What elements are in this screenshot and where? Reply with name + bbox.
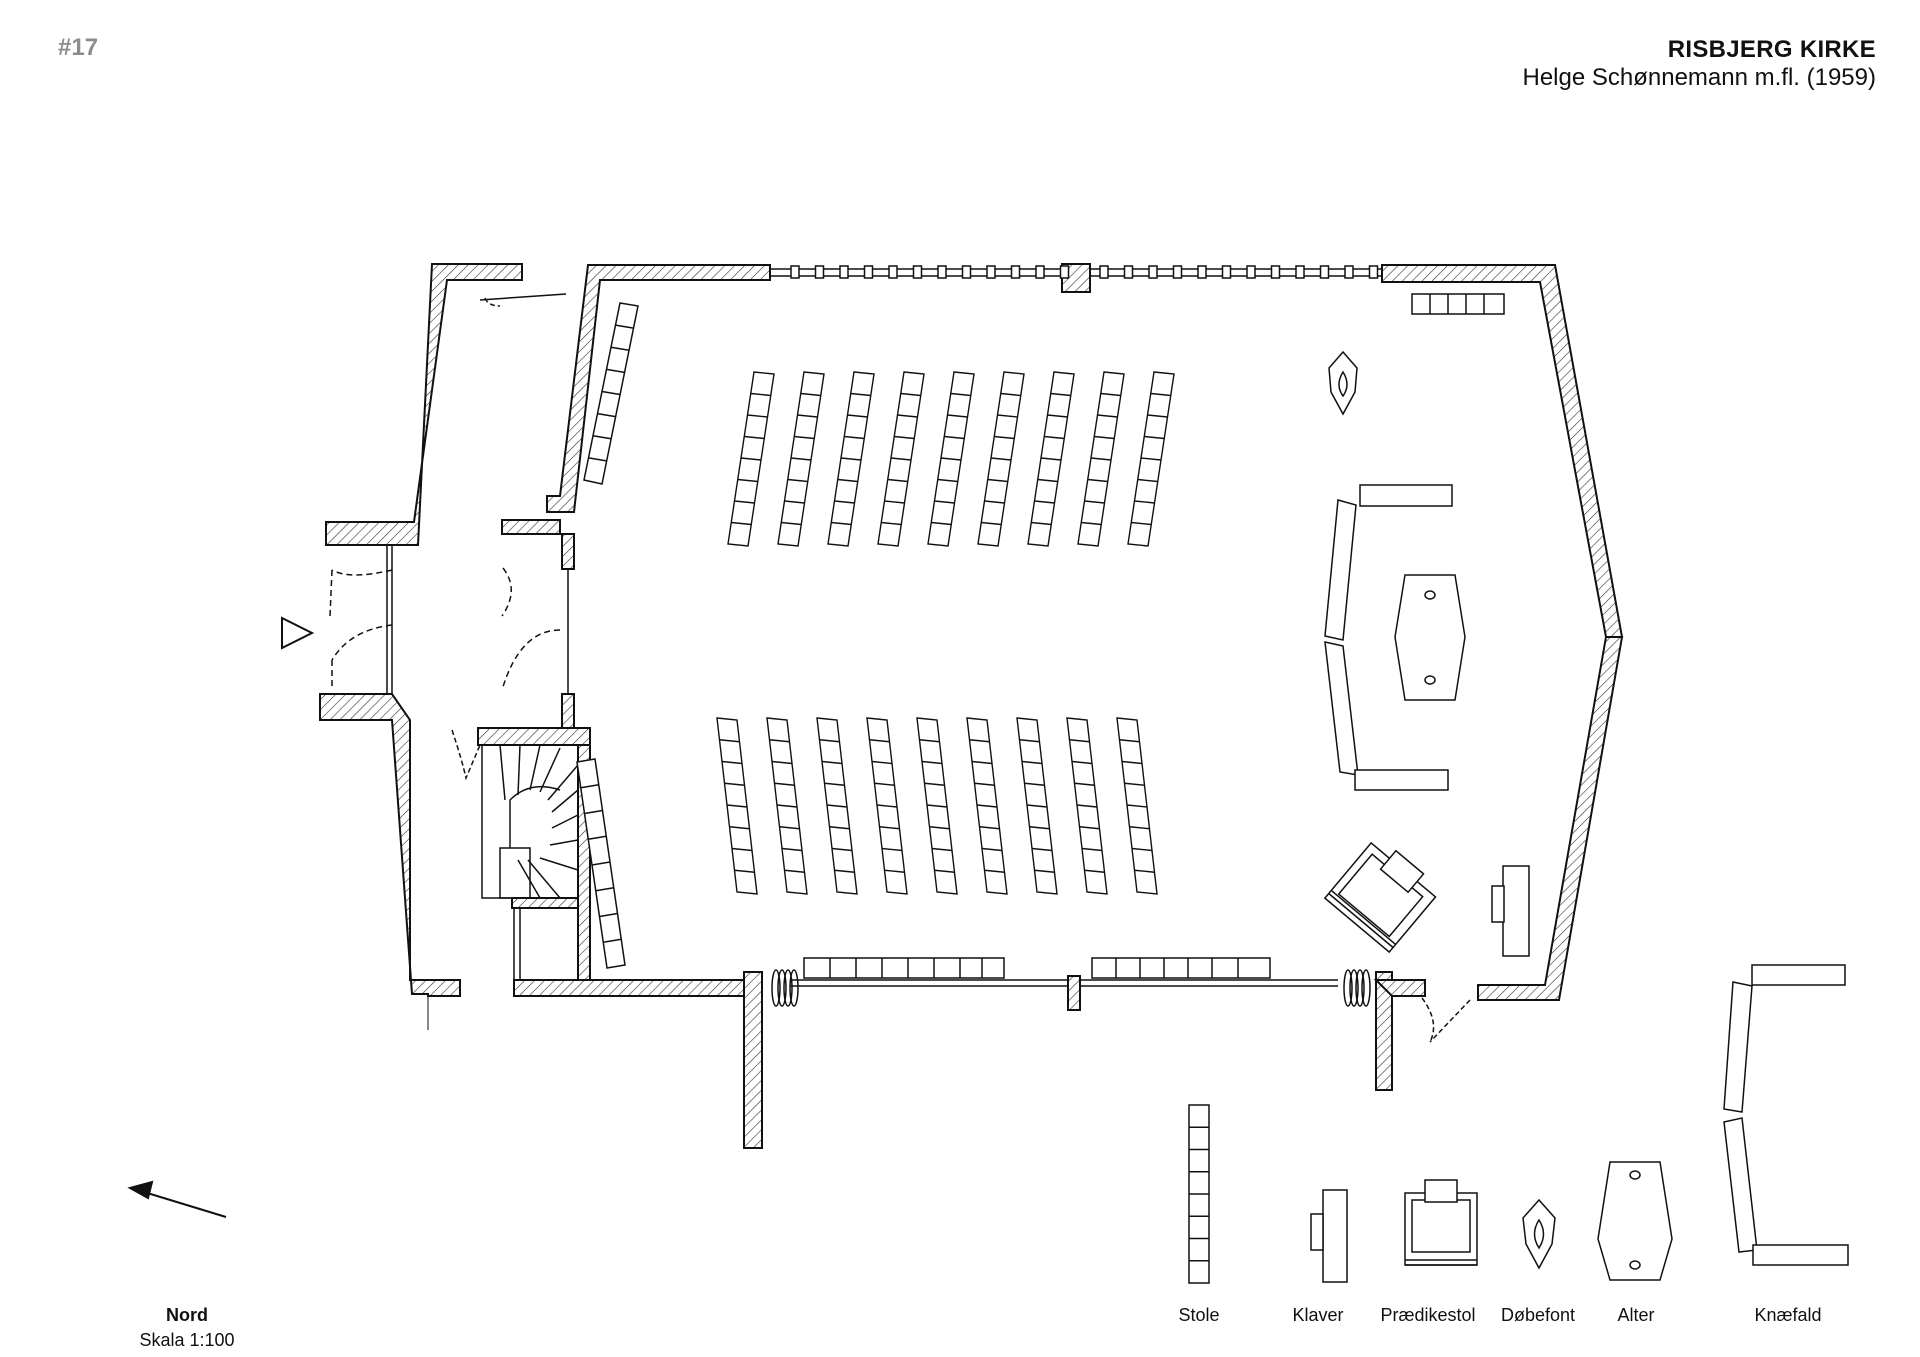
vestibule-north-wall: [325, 263, 523, 546]
window-mullion: [986, 265, 996, 279]
window-mullion: [961, 265, 972, 279]
sheet-number: #17: [58, 34, 99, 61]
pew-row: [727, 371, 775, 547]
wall-east-lower: [1477, 636, 1624, 1001]
baptismal-font-icon: [1522, 1198, 1556, 1270]
legend-label-stole: Stole: [1178, 1305, 1220, 1325]
pew-row: [816, 717, 858, 895]
window-mullion: [1148, 265, 1158, 279]
chair-row-icon: [1188, 1104, 1210, 1284]
pulpit-icon: [1404, 1179, 1478, 1266]
pew-row: [877, 371, 925, 547]
pew-row: [1016, 717, 1058, 895]
pew-row: [716, 717, 758, 895]
north-arrow: [127, 1180, 227, 1218]
pulpit: [1323, 841, 1437, 954]
window-mullion: [1035, 265, 1045, 279]
pew-row: [1027, 371, 1075, 547]
pew-row: [777, 371, 825, 547]
piano-icon: [1310, 1189, 1348, 1283]
window-mullion: [888, 265, 898, 279]
legend-label-praedikestol: Prædikestol: [1380, 1305, 1476, 1325]
inner-pier-north: [561, 533, 575, 570]
pew-row: [766, 717, 808, 895]
pew-row: [866, 717, 908, 895]
pew-row: [827, 371, 875, 547]
legend-label-alter: Alter: [1617, 1305, 1655, 1325]
pew-row: [966, 717, 1008, 895]
pew-row: [1116, 717, 1158, 895]
doors: [329, 293, 1471, 1043]
chancel-chairs: [1411, 293, 1505, 315]
inner-pier-south: [561, 693, 575, 730]
entrance-triangle: [281, 616, 315, 650]
spiral-stair: [481, 744, 579, 899]
wall-south-right: [1373, 979, 1426, 997]
altar-icon: [1597, 1161, 1673, 1281]
window-mullion: [839, 265, 849, 279]
window-mullion: [1197, 265, 1207, 279]
kneeling-rail-bottom: [1354, 769, 1449, 791]
piano-bench: [1491, 885, 1505, 923]
chancel-furniture: [576, 293, 1530, 979]
piano-body: [1502, 865, 1530, 957]
wall-south-left: [513, 979, 757, 997]
window-mullion: [912, 265, 923, 279]
kneeling-rail-icon: [1723, 964, 1849, 1266]
south-chairs: [803, 957, 1271, 979]
south-pier-right: [1375, 971, 1393, 1091]
south-pier-left: [743, 971, 763, 1149]
kneeling-rail-top: [1359, 484, 1453, 507]
window-mullion: [790, 265, 800, 279]
legend-symbols: [1188, 964, 1849, 1284]
north-label: Nord: [166, 1305, 208, 1325]
window-mullion: [1099, 265, 1109, 279]
legend-label-klaver: Klaver: [1292, 1305, 1344, 1325]
pew-row: [916, 717, 958, 895]
page-title: RISBJERG KIRKE: [1667, 36, 1876, 63]
stair-wall-top: [477, 727, 591, 746]
radiators: [771, 969, 1371, 1007]
kneeling-rail-side-bottom: [1324, 641, 1359, 776]
pew-row: [1066, 717, 1108, 895]
pew-row: [1077, 371, 1125, 547]
scale-label: Skala 1:100: [139, 1330, 235, 1350]
window-mullion: [1172, 265, 1183, 279]
wall-north-left: [546, 264, 771, 513]
window-mullion: [1295, 265, 1305, 279]
window-mullion: [863, 265, 874, 279]
window-mullion: [1010, 265, 1021, 279]
walls: [319, 263, 1624, 1149]
title-block: RISBJERG KIRKE Helge Schønnemann m.fl. (…: [1522, 36, 1876, 92]
window-mullion: [937, 265, 947, 279]
window-mullion: [1319, 265, 1330, 279]
pew-row: [927, 371, 975, 547]
altar: [1394, 574, 1466, 701]
window-mullion: [1246, 265, 1256, 279]
pew-row: [1127, 371, 1175, 547]
pew-row: [977, 371, 1025, 547]
window-mullion: [1059, 265, 1070, 279]
page-subtitle: Helge Schønnemann m.fl. (1959): [1522, 64, 1876, 91]
window-mullion: [1221, 265, 1232, 279]
north-window-mullions: [790, 265, 1379, 279]
legend-label-dobefont: Døbefont: [1500, 1305, 1576, 1325]
legend-label-knaefald: Knæfald: [1754, 1305, 1822, 1325]
window-mullion: [1344, 265, 1354, 279]
window-mullion: [814, 265, 825, 279]
window-mullion: [1368, 265, 1379, 279]
inner-wall-north: [501, 519, 561, 535]
vestibule-south-wall: [319, 693, 461, 997]
window-mullion: [1123, 265, 1134, 279]
kneeling-rail-side-top: [1324, 499, 1357, 641]
window-mullion: [1270, 265, 1281, 279]
window-pier-south: [1067, 975, 1081, 1011]
pews: [716, 371, 1175, 895]
stair-wall-mid: [511, 897, 579, 909]
